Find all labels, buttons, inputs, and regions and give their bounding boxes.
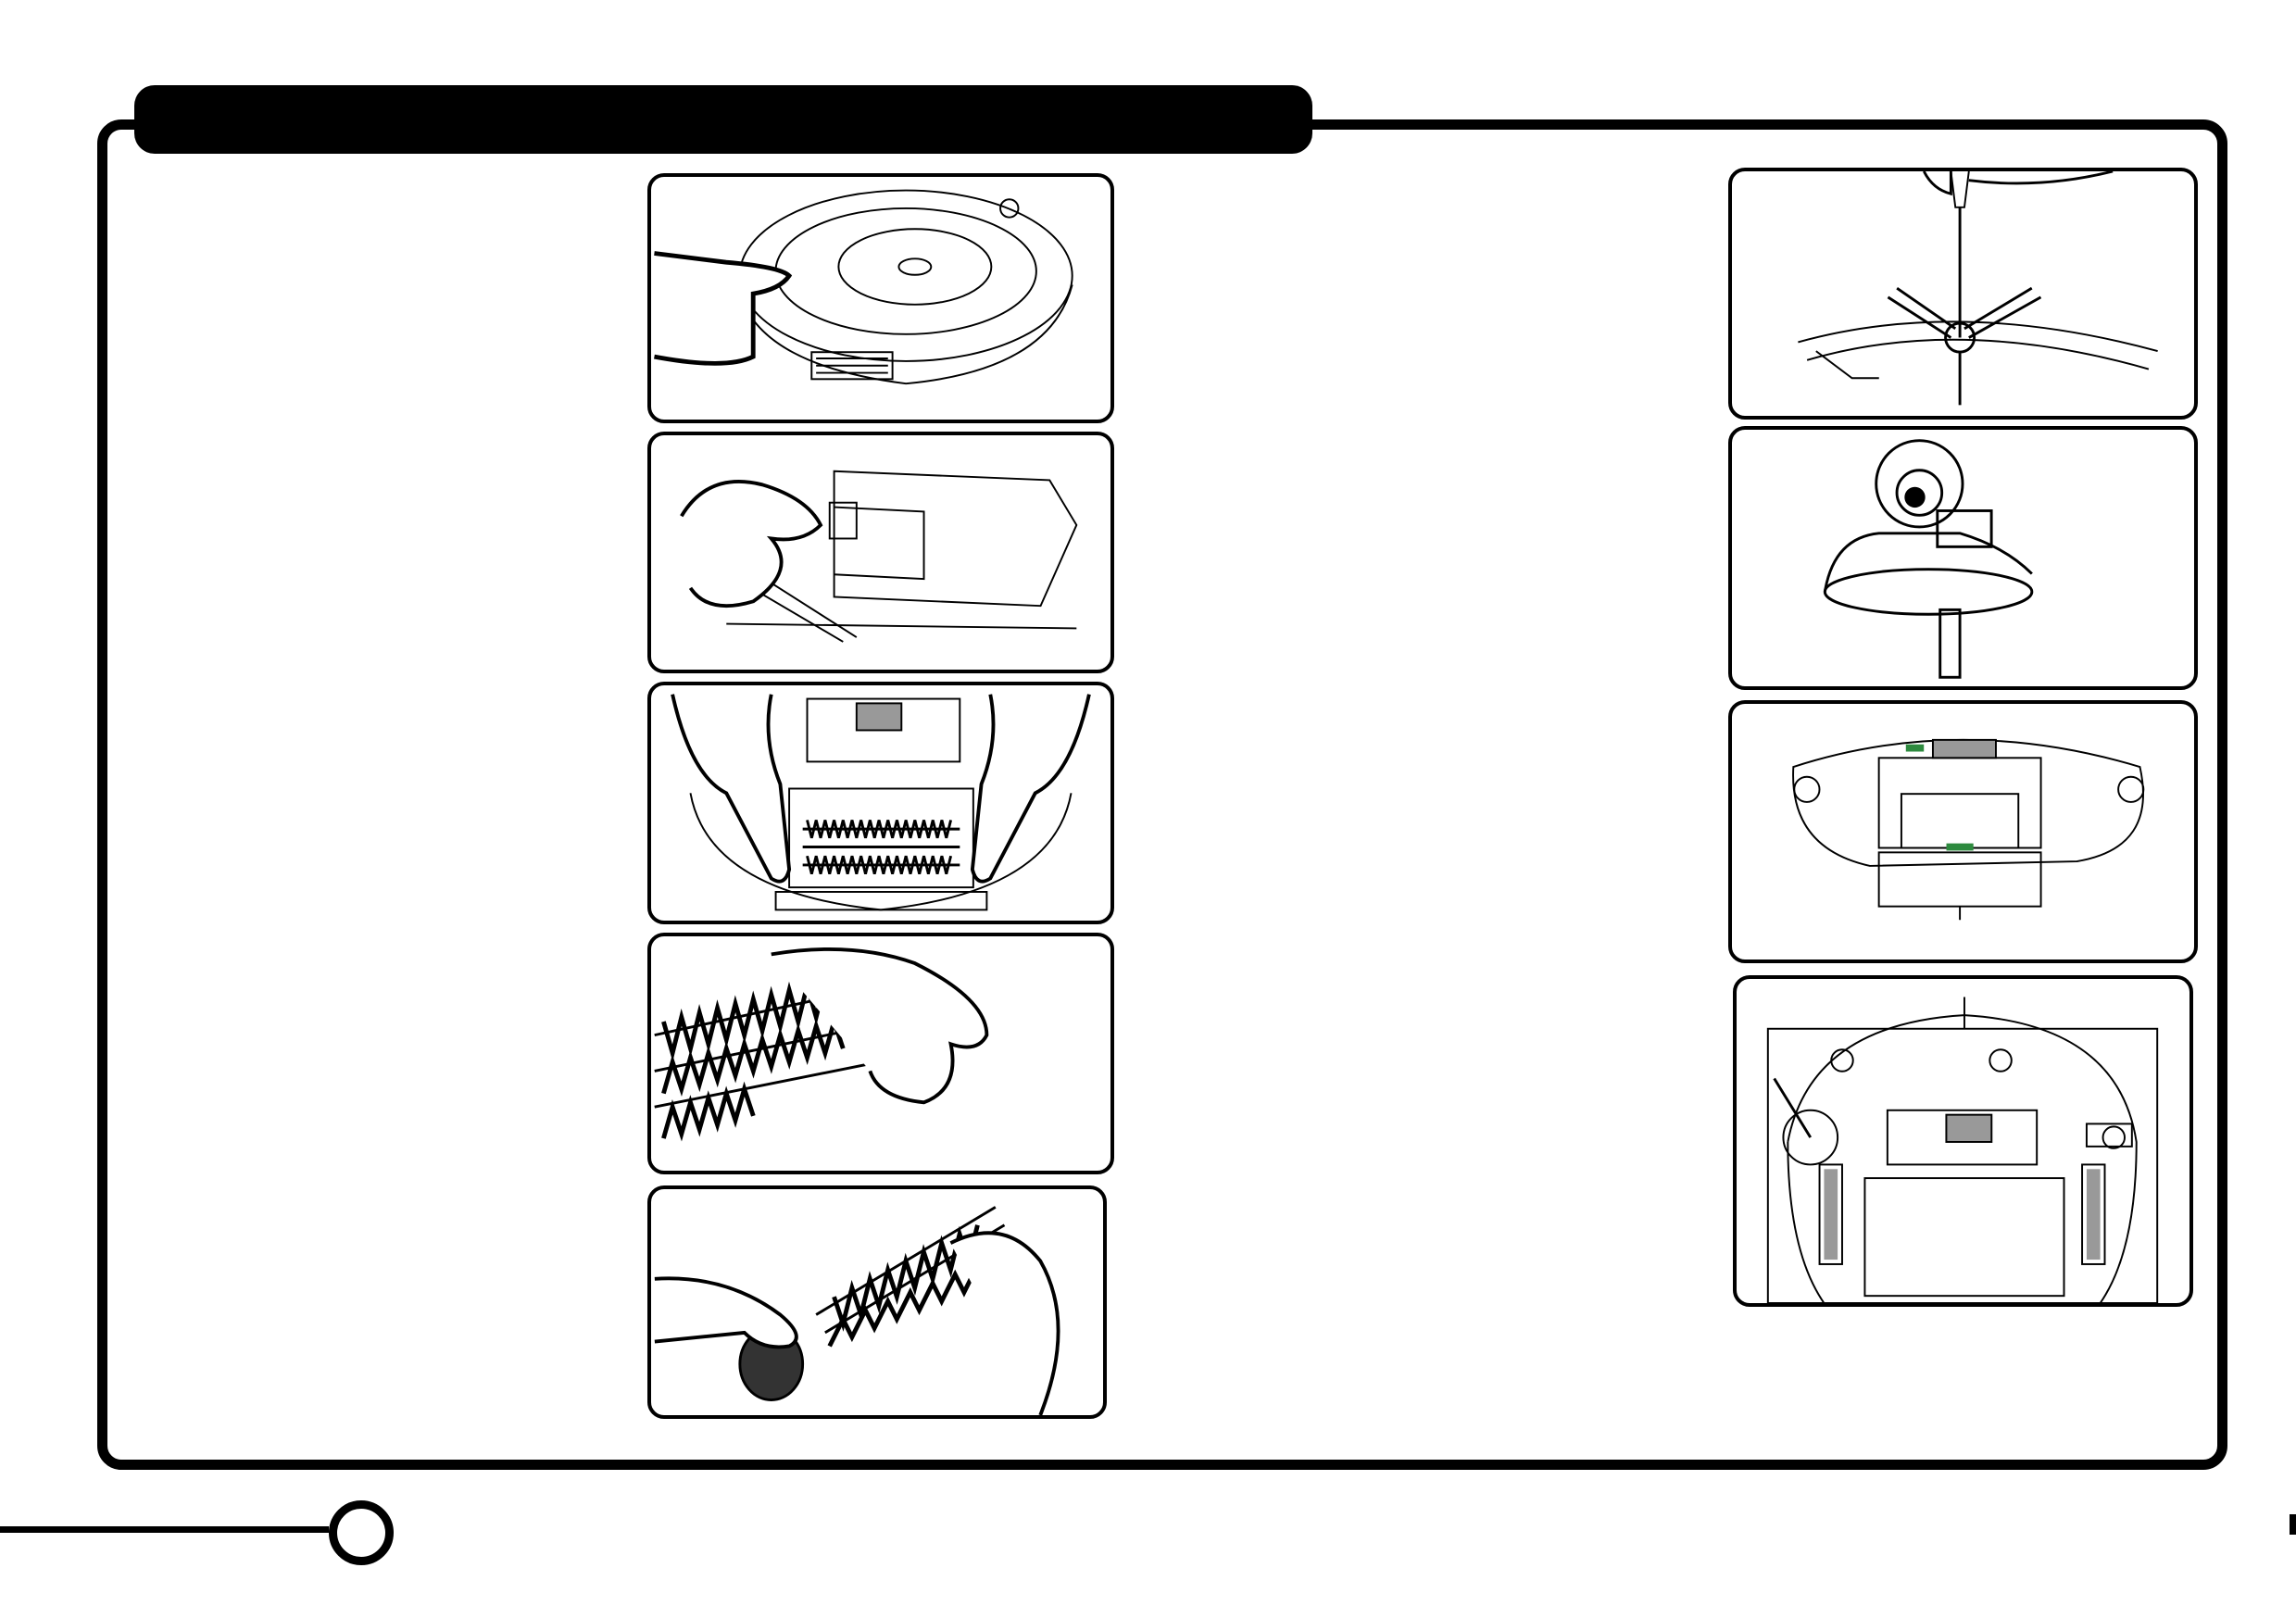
- illustration-underside-top: [1733, 975, 2193, 1307]
- illustration-underside-perspective: [1728, 700, 2198, 963]
- illustration-hair-removal: [647, 1185, 1107, 1419]
- bin-release-icon: [680, 470, 1078, 643]
- illustration-robot-top: [647, 173, 1114, 423]
- title-bar: [134, 85, 1312, 154]
- illustration-front-caster: [1728, 426, 2198, 690]
- illustration-side-brush: [1728, 168, 2198, 420]
- brush-guard-release-icon: [671, 694, 1091, 911]
- robot-underside-top-view-icon: [1766, 997, 2159, 1303]
- page-number-circle: [329, 1500, 394, 1565]
- illustration-brush-guard: [647, 682, 1114, 924]
- edge-marker: [2290, 1514, 2296, 1535]
- robot-top-hand-icon: [654, 189, 1073, 385]
- illustration-brush-end-cap: [647, 933, 1114, 1174]
- brush-end-cap-icon: [654, 947, 989, 1142]
- footer-line: [0, 1526, 329, 1533]
- front-caster-wheel-icon: [1823, 439, 2034, 679]
- brush-hair-removal-icon: [654, 1206, 1060, 1415]
- illustration-bin-release: [647, 432, 1114, 673]
- robot-underside-perspective-icon: [1792, 738, 2145, 921]
- side-brush-screwdriver-icon: [1798, 171, 2158, 406]
